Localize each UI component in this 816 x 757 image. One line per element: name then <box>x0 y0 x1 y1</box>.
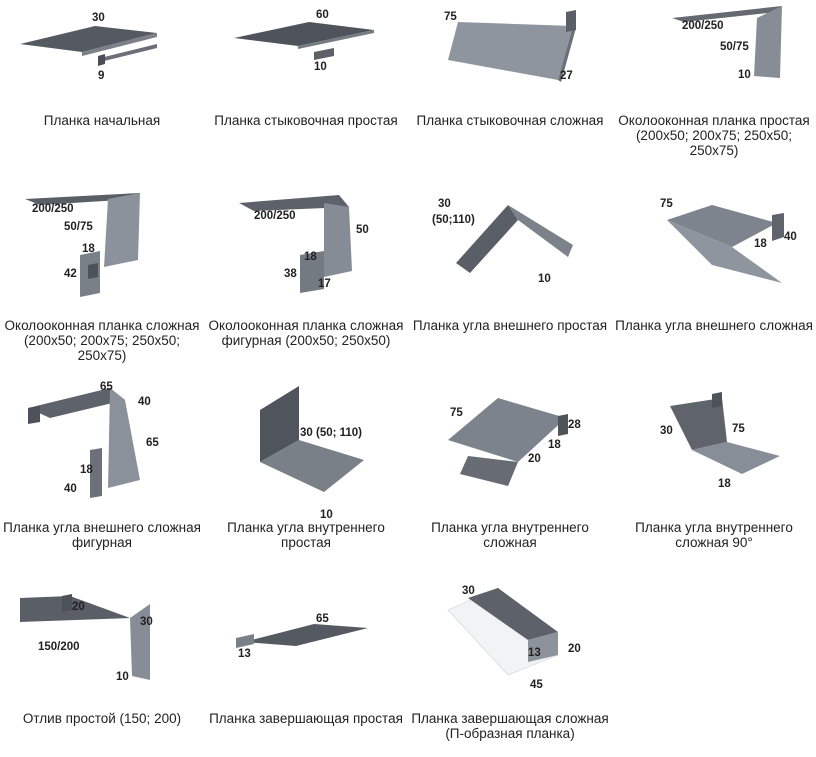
product-card: 65 13 Планка завершающая простая <box>204 580 408 757</box>
dim-label: 75 <box>450 407 463 419</box>
dim-label: 18 <box>82 243 95 255</box>
dim-label: 60 <box>316 9 329 21</box>
dim-label: 28 <box>568 419 581 431</box>
dim-label: 50/75 <box>64 221 93 233</box>
dim-label: 42 <box>64 268 77 280</box>
product-caption: Планка завершающая простая <box>209 711 403 726</box>
dim-label: 45 <box>530 679 543 691</box>
planka-stykovochnaya-slozhnaya-image: 75 27 <box>408 0 612 100</box>
dim-label: 18 <box>718 478 731 490</box>
dim-label: 50 <box>356 224 369 236</box>
dim-label: 30 <box>140 616 153 628</box>
okolookonnaya-slozhnaya-image: 200/250 50/75 18 42 <box>0 185 204 297</box>
planka-stykovochnaya-prostaya-image: 60 10 <box>204 0 408 100</box>
product-caption: Планка угла внутреннего сложная <box>431 520 589 550</box>
dim-label: 150/200 <box>38 641 80 653</box>
product-card: 30 (50; 110) 10 Планка угла внутреннего … <box>204 370 408 550</box>
dim-label: 13 <box>238 648 251 660</box>
dim-label: 10 <box>116 671 129 683</box>
product-caption: Планка угла внешнего сложная фигурная <box>3 520 201 550</box>
product-caption: Отлив простой (150; 200) <box>22 711 182 726</box>
product-card: 20 30 150/200 10 Отлив простой (150; 200… <box>0 580 204 757</box>
dim-label: 40 <box>64 483 77 495</box>
product-caption: Околооконная планка сложная (200x50; 200… <box>4 318 200 363</box>
product-caption: Планка стыковочная сложная <box>416 113 604 128</box>
dim-label: 13 <box>528 647 541 659</box>
dim-label: 40 <box>784 231 797 243</box>
product-card: 60 10 Планка стыковочная простая <box>204 0 408 180</box>
product-card: 30 (50;110) 10 Планка угла внешнего прос… <box>408 185 612 365</box>
dim-label: 10 <box>314 61 327 73</box>
planka-nachalnaya-image: 30 9 <box>0 0 204 100</box>
dim-label: 65 <box>100 381 113 393</box>
product-card: 200/250 50/75 18 42 Околооконная планка … <box>0 185 204 365</box>
planka-zavershayushchaya-slozhnaya-image: 30 13 20 45 <box>408 580 612 691</box>
dim-label: 75 <box>660 198 673 210</box>
product-caption: Планка угла внутреннего сложная 90° <box>635 520 793 550</box>
planka-ugla-vneshnego-slozhnaya-figurnaya-image: 65 40 65 18 40 <box>0 370 204 498</box>
product-card: 30 75 18 Планка угла внутреннего сложная… <box>612 370 816 550</box>
dim-label: 65 <box>146 437 159 449</box>
dim-label: 65 <box>316 613 329 625</box>
dim-label: 30 <box>438 198 451 210</box>
planka-zavershayushchaya-prostaya-image: 65 13 <box>204 580 408 680</box>
dim-label: 30 <box>462 585 475 597</box>
dim-label: 30 (50; 110) <box>300 427 362 439</box>
dim-label: 17 <box>318 278 331 290</box>
product-caption: Планка стыковочная простая <box>214 113 398 128</box>
dim-label: (50;110) <box>432 214 475 226</box>
okolookonnaya-prostaya-image: 200/250 50/75 10 <box>612 0 816 100</box>
dim-label: 10 <box>738 69 751 81</box>
dim-label: 30 <box>92 12 105 24</box>
product-card: 200/250 50/75 10 Околооконная планка про… <box>612 0 816 180</box>
product-card: 30 9 Планка начальная <box>0 0 204 180</box>
product-caption: Планка угла внешнего простая <box>412 318 608 333</box>
dim-label: 75 <box>444 11 457 23</box>
dim-label: 27 <box>560 70 573 82</box>
product-card: 75 18 40 Планка угла внешнего сложная <box>612 185 816 365</box>
planka-ugla-vnutrennego-slozhnaya-image: 75 28 18 20 <box>408 370 612 486</box>
dim-label: 50/75 <box>720 41 749 53</box>
product-caption: Планка угла внешнего сложная <box>615 318 813 333</box>
okolookonnaya-slozhnaya-figurnaya-image: 200/250 50 18 38 17 <box>204 185 408 293</box>
dim-label: 20 <box>568 643 581 655</box>
product-caption: Планка начальная <box>43 113 161 128</box>
dim-label: 40 <box>138 396 151 408</box>
dim-label: 30 <box>660 425 673 437</box>
dim-label: 200/250 <box>254 210 296 222</box>
product-card: 65 40 65 18 40 Планка угла внешнего слож… <box>0 370 204 550</box>
product-caption: Планка угла внутреннего простая <box>227 520 385 550</box>
dim-label: 9 <box>98 70 104 82</box>
dim-label: 10 <box>320 509 333 521</box>
dim-label: 20 <box>72 601 85 613</box>
product-card: 200/250 50 18 38 17 Околооконная планка … <box>204 185 408 365</box>
dim-label: 20 <box>528 453 541 465</box>
dim-label: 200/250 <box>682 20 724 32</box>
otliv-prostoy-image: 20 30 150/200 10 <box>0 580 204 683</box>
planka-ugla-vneshnego-prostaya-image: 30 (50;110) 10 <box>408 185 612 285</box>
product-card: 75 28 18 20 Планка угла внутреннего слож… <box>408 370 612 550</box>
product-card: 75 27 Планка стыковочная сложная <box>408 0 612 180</box>
dim-label: 18 <box>548 439 561 451</box>
planka-ugla-vnutrennego-slozhnaya-90-image: 30 75 18 <box>612 370 816 490</box>
product-caption: Околооконная планка сложная фигурная (20… <box>208 318 404 348</box>
dim-label: 18 <box>754 238 767 250</box>
dim-label: 18 <box>304 251 317 263</box>
planka-ugla-vneshnego-slozhnaya-image: 75 18 40 <box>612 185 816 285</box>
product-card: 30 13 20 45 Планка завершающая сложная (… <box>408 580 612 757</box>
dim-label: 200/250 <box>32 203 74 215</box>
dim-label: 38 <box>284 268 297 280</box>
dim-label: 10 <box>538 273 551 285</box>
product-caption: Планка завершающая сложная (П-образная п… <box>411 711 609 741</box>
planka-ugla-vnutrennego-prostaya-image: 30 (50; 110) 10 <box>204 370 408 521</box>
dim-label: 75 <box>732 423 745 435</box>
dim-label: 18 <box>80 464 93 476</box>
product-caption: Околооконная планка простая (200x50; 200… <box>618 113 810 158</box>
